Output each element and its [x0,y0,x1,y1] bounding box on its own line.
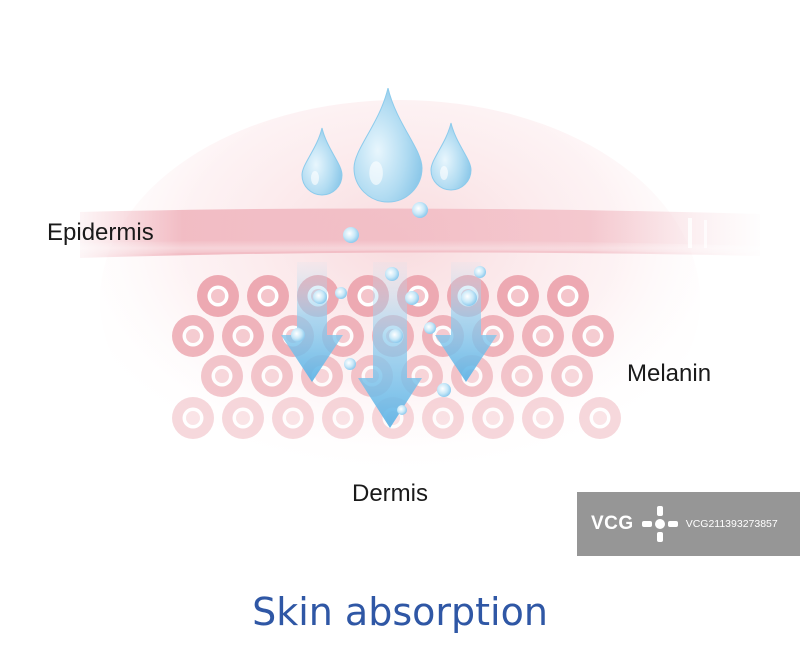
bubbles [291,202,486,415]
watermark: VCG VCG211393273857 [577,492,800,556]
down-arrow-icon [358,262,422,428]
water-droplets [301,87,472,203]
absorption-arrows [281,262,497,428]
bubble-icon [437,383,451,397]
water-droplet-icon [301,127,343,196]
down-arrow-icon [435,262,497,382]
skin-cell-icon [579,397,621,439]
watermark-brand: VCG [591,513,634,534]
down-arrow-icon [281,262,343,382]
skin-cell-icon [251,355,293,397]
skin-cell-icon [472,397,514,439]
diagram-title: Skin absorption [252,590,548,634]
skin-cell-icon [522,397,564,439]
bubble-icon [291,328,305,342]
bubble-icon [385,267,399,281]
bubble-icon [344,358,356,370]
epidermis-band-sheen [80,240,760,256]
water-droplet-icon [353,87,423,203]
skin-cell-icon [222,315,264,357]
epidermis-band-edge [688,218,692,248]
bubble-icon [424,322,436,334]
skin-cell-icon [172,315,214,357]
vcg-logo-icon [641,506,678,542]
skin-cell-icon [322,397,364,439]
epidermis-band-edge [704,220,707,248]
skin-cell-icon [247,275,289,317]
skin-cell-icon [222,397,264,439]
skin-cell-icon [572,315,614,357]
melanin-label: Melanin [627,360,712,387]
bubble-icon [313,290,327,304]
bubble-icon [397,405,407,415]
bubble-icon [474,266,486,278]
skin-cell-icon [551,355,593,397]
dermis-label: Dermis [352,480,428,507]
skin-cell-icon [272,397,314,439]
skin-cell-icon [497,275,539,317]
water-droplet-icon [430,122,472,191]
watermark-code: VCG211393273857 [685,518,778,530]
bubble-icon [461,290,477,306]
bubble-icon [343,227,359,243]
bubble-icon [335,287,347,299]
bubble-icon [389,329,403,343]
skin-cell-icon [522,315,564,357]
skin-cell-icon [197,275,239,317]
skin-cell-icon [501,355,543,397]
skin-cell-icon [547,275,589,317]
skin-cell-icon [422,397,464,439]
bubble-icon [405,291,419,305]
skin-cell-icon [201,355,243,397]
bubble-icon [412,202,428,218]
epidermis-label: Epidermis [47,219,154,246]
skin-cell-icon [172,397,214,439]
